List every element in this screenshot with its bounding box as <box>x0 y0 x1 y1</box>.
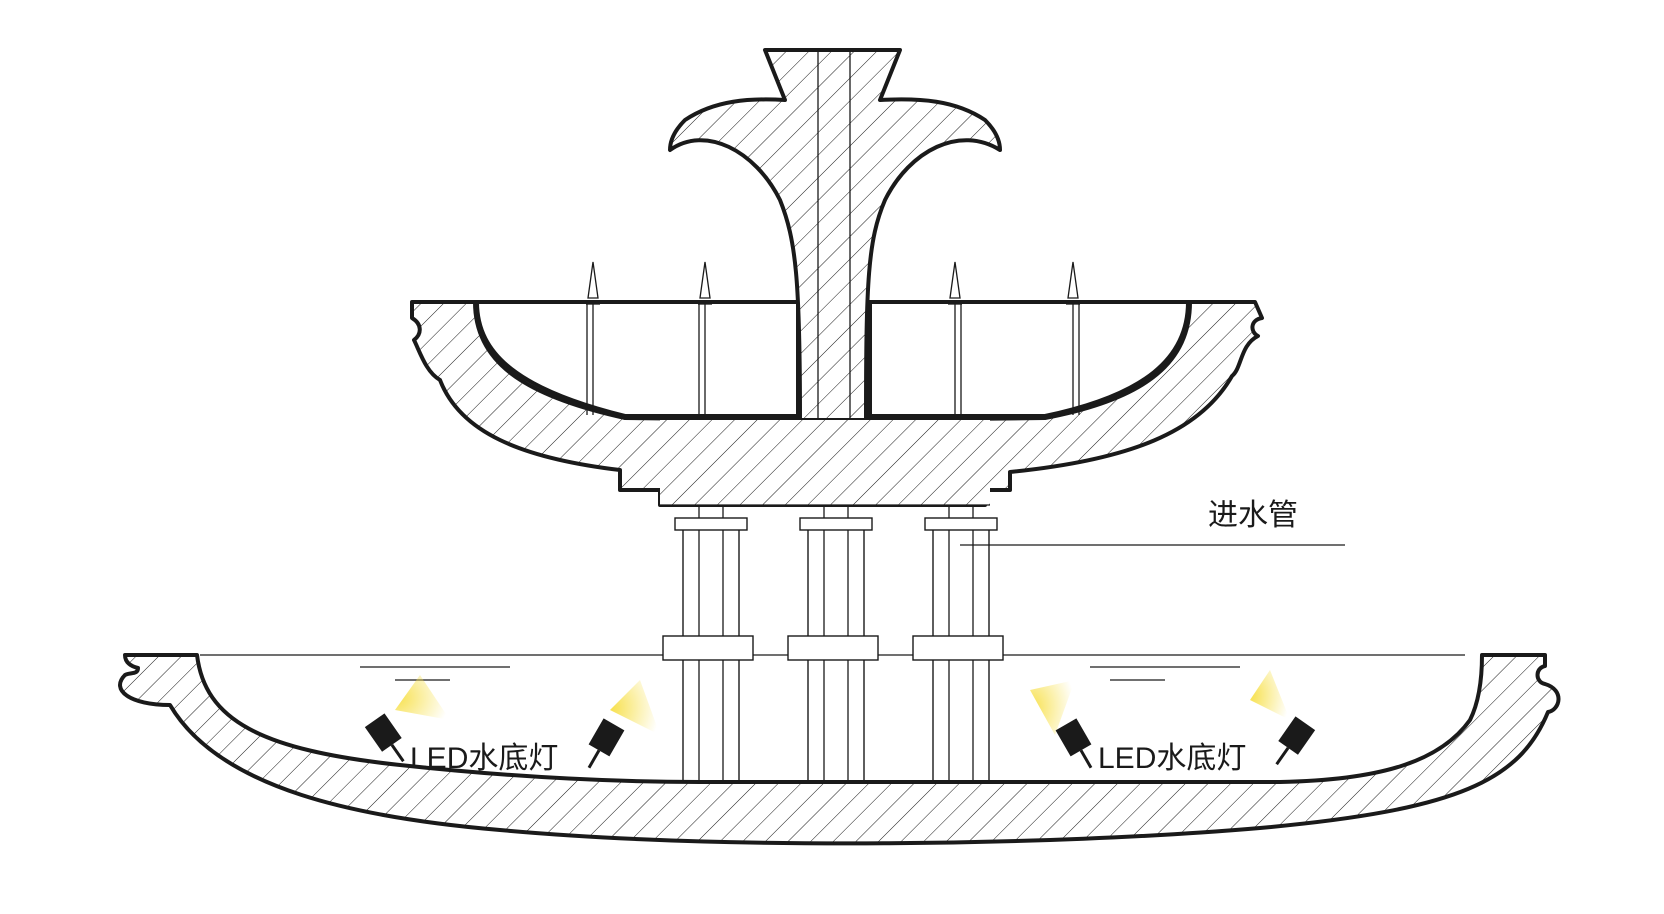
led-light-group-left: LED水底灯 <box>364 675 660 775</box>
pipe-flanges <box>662 517 1004 661</box>
inlet-pipe-label: 进水管 <box>1208 499 1298 532</box>
led-light-label-right: LED水底灯 <box>1098 742 1246 775</box>
nozzle <box>1066 261 1080 415</box>
led-light-icon <box>587 718 625 769</box>
upper-bowl-cavity-right <box>868 300 1191 418</box>
led-light-icon <box>1055 718 1093 769</box>
led-light-glow <box>395 675 450 720</box>
column-base-block <box>660 420 990 505</box>
nozzle <box>586 261 600 415</box>
nozzle <box>698 261 712 415</box>
lower-basin <box>118 653 1561 846</box>
upper-bowl-cavity-left <box>474 300 800 418</box>
led-light-group-right: LED水底灯 <box>1030 670 1316 775</box>
led-light-label-left: LED水底灯 <box>410 742 558 775</box>
led-light-icon <box>364 713 405 763</box>
nozzle <box>948 261 962 415</box>
led-light-glow <box>1250 670 1290 720</box>
led-light-glow <box>610 680 660 735</box>
led-light-icon <box>1275 716 1316 766</box>
fountain-nozzles <box>586 261 1080 415</box>
led-light-glow <box>1030 680 1075 735</box>
